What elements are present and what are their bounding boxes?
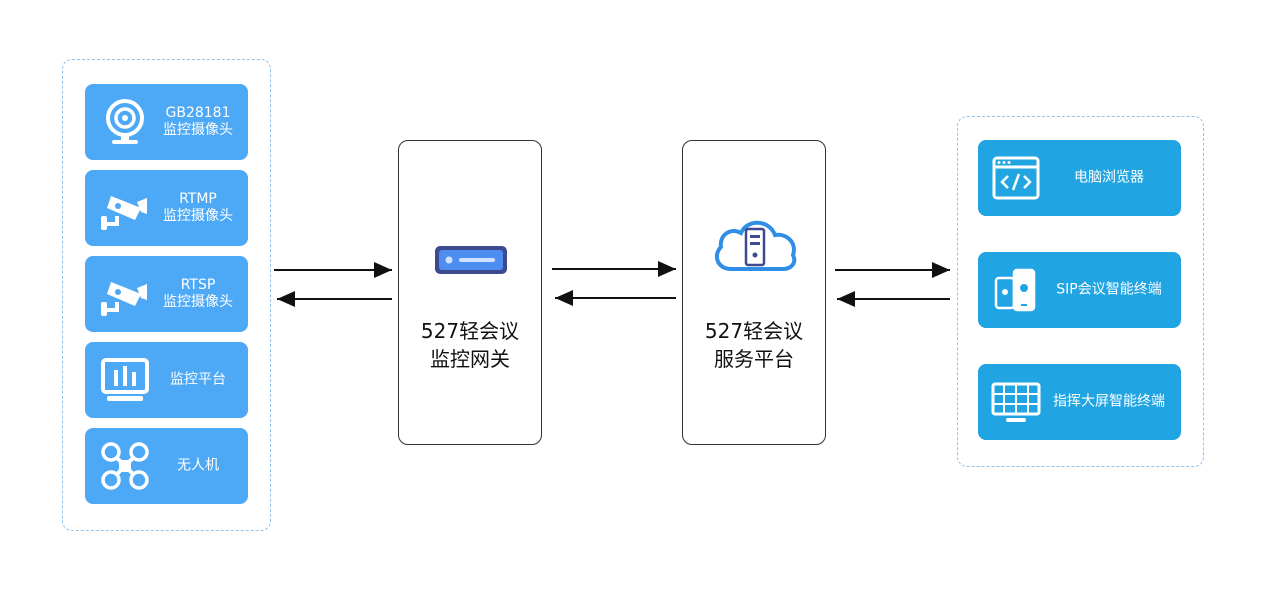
terminal-label: 电脑浏览器: [1074, 169, 1144, 186]
terminal-label: 指挥大屏智能终端: [1053, 393, 1165, 410]
terminal-card-display: 指挥大屏智能终端: [978, 364, 1181, 440]
source-card-monitor-platform: 监控平台: [85, 342, 248, 418]
platform-node: 527轻会议服务平台: [682, 140, 826, 445]
terminal-label: SIP会议智能终端: [1056, 281, 1162, 298]
source-group: [62, 59, 271, 531]
terminal-card-sip: SIP会议智能终端: [978, 252, 1181, 328]
gateway-node: 527轻会议监控网关: [398, 140, 542, 445]
gateway-label: 527轻会议监控网关: [420, 319, 520, 371]
browser-code-icon: [992, 156, 1040, 200]
terminal-group: [957, 116, 1204, 467]
webcam-icon: [106, 99, 144, 144]
cctv-camera-icon: [101, 196, 147, 230]
source-label: 无人机: [177, 457, 219, 474]
source-card-drone: 无人机: [85, 428, 248, 504]
cloud-server-icon: [714, 220, 797, 271]
terminal-card-browser: 电脑浏览器: [978, 140, 1181, 216]
mobile-phones-icon: [994, 268, 1036, 312]
server-icon: [435, 246, 507, 274]
source-label: 监控平台: [170, 371, 226, 388]
display-grid-icon: [991, 382, 1041, 422]
monitor-chart-icon: [101, 358, 149, 401]
cctv-camera-icon: [101, 282, 147, 316]
platform-label: 527轻会议服务平台: [704, 319, 804, 371]
drone-icon: [101, 442, 149, 490]
